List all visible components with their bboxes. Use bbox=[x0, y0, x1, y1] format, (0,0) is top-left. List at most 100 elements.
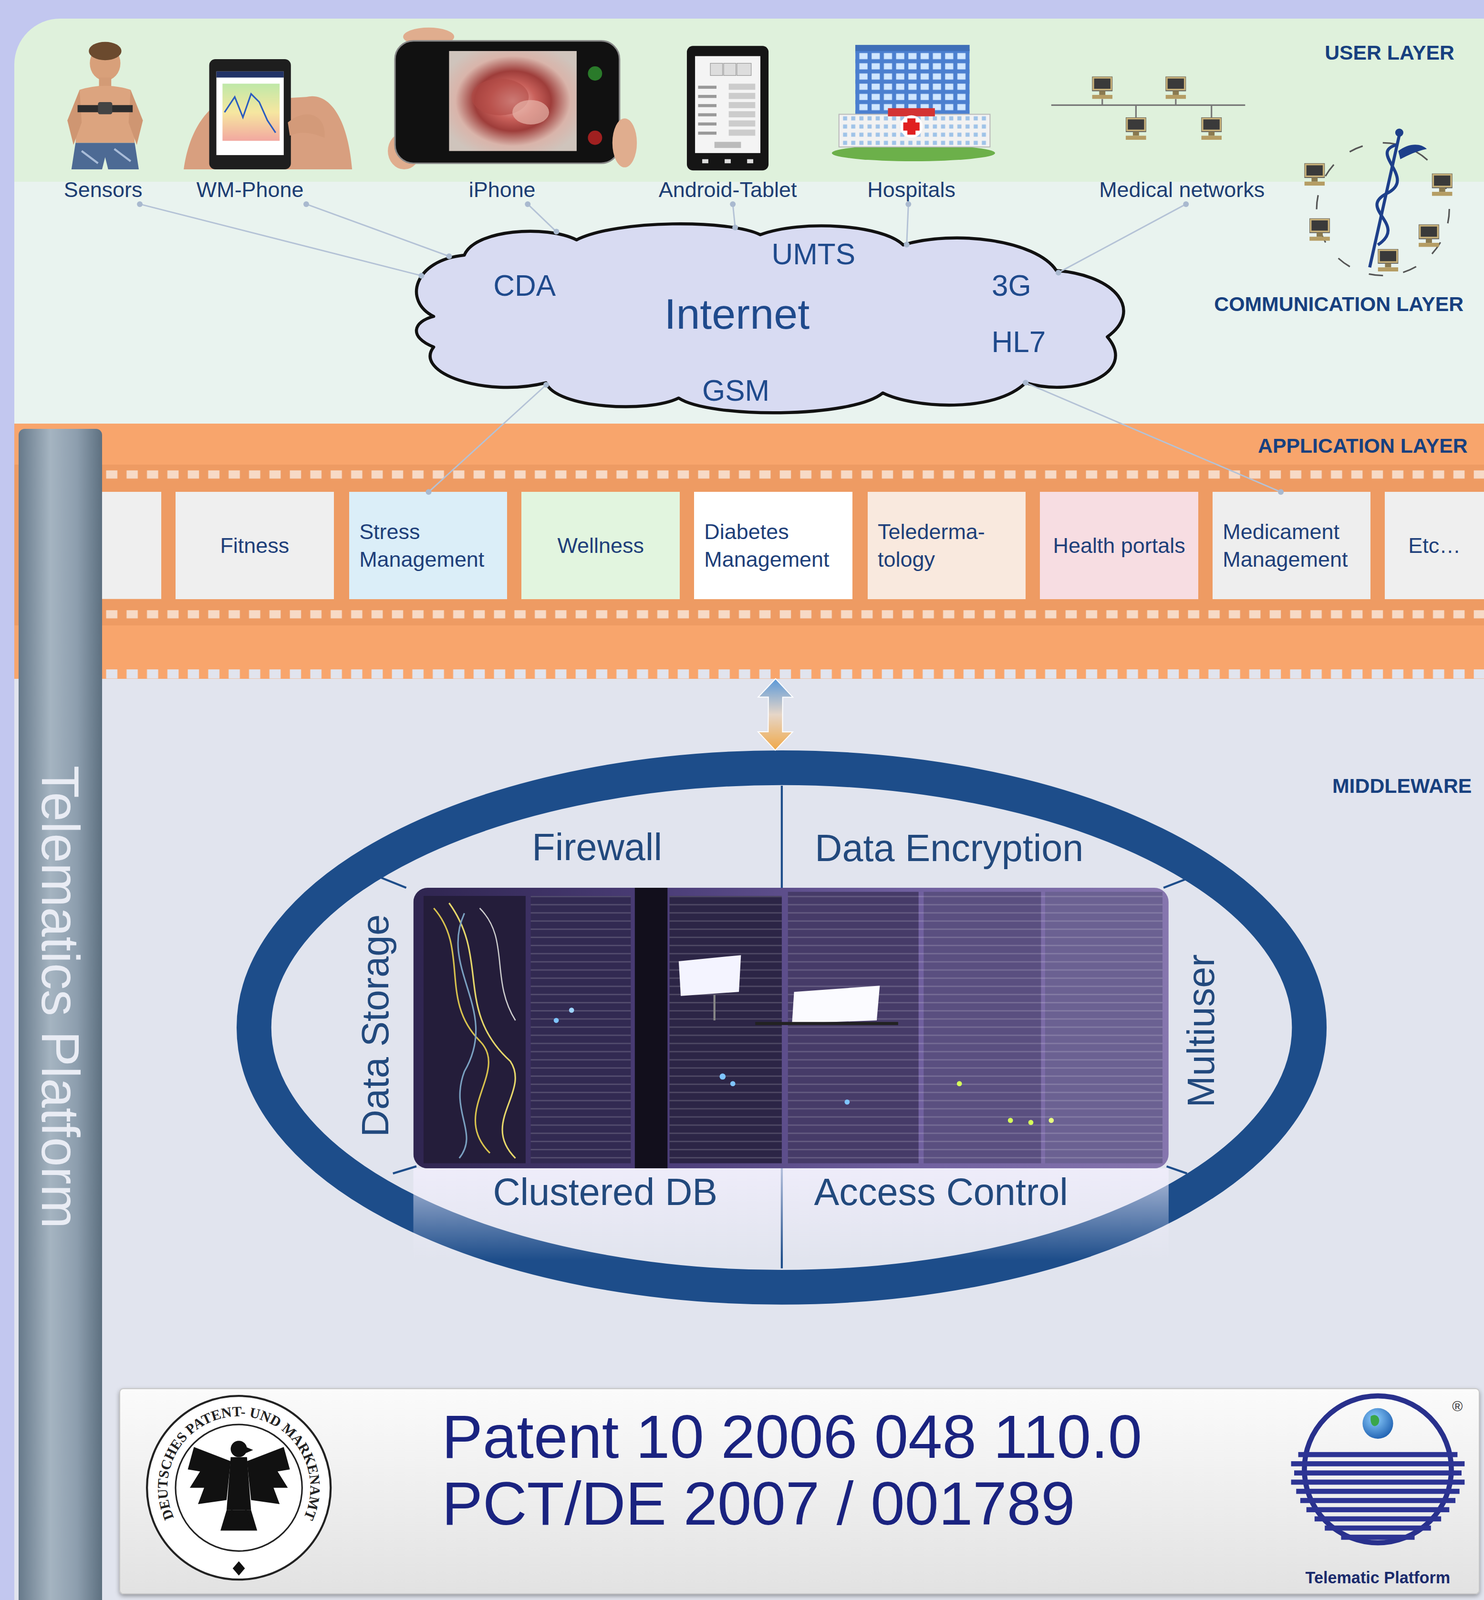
server-room-photo bbox=[678, 954, 742, 997]
tablet-device bbox=[686, 45, 769, 171]
network-ring bbox=[1418, 224, 1440, 248]
server-room-photo bbox=[479, 908, 516, 1021]
smartphone-photo bbox=[403, 27, 455, 47]
platform-logo bbox=[1291, 1395, 1465, 1543]
middleware-dividers bbox=[393, 1166, 417, 1174]
film-perforations bbox=[102, 609, 1484, 620]
layer-band: COMMUNICATION LAYERCDAUMTSInternet3GHL7G… bbox=[14, 181, 1484, 424]
connector-line bbox=[906, 204, 909, 245]
server-room-photo bbox=[669, 895, 782, 1163]
connector-line bbox=[428, 384, 547, 493]
server-room-photo bbox=[448, 902, 516, 1159]
network-label: CDA bbox=[493, 268, 556, 303]
connector-dot bbox=[543, 382, 550, 388]
network-ring bbox=[1398, 144, 1427, 160]
connector-dot bbox=[524, 201, 531, 208]
app-label: Diabetes Management bbox=[704, 518, 842, 573]
middleware-label: Firewall bbox=[531, 825, 663, 869]
platform-logo bbox=[1291, 1461, 1465, 1467]
patent-office-seal: DEUTSCHES PATENT- UND MARKENAMT bbox=[154, 1403, 324, 1523]
application-box: Stress Management bbox=[349, 491, 508, 600]
tablet-device bbox=[728, 129, 756, 136]
bus-network bbox=[1210, 104, 1213, 118]
platform-logo bbox=[1340, 1534, 1415, 1540]
network-ring bbox=[1304, 163, 1325, 186]
tablet-device bbox=[728, 120, 756, 127]
sensor-person bbox=[99, 77, 112, 88]
double-arrow bbox=[757, 678, 793, 751]
application-box: Medicament Management bbox=[1212, 491, 1371, 600]
connector bbox=[757, 678, 793, 751]
server-room-photo bbox=[956, 1080, 963, 1087]
platform-logo bbox=[1298, 1452, 1458, 1458]
network-label: HL7 bbox=[991, 324, 1046, 359]
tablet-device bbox=[728, 102, 756, 109]
platform-logo bbox=[1304, 1395, 1452, 1543]
bus-network bbox=[1201, 117, 1222, 140]
app-label: Medicament Management bbox=[1222, 518, 1361, 573]
film-perforations bbox=[102, 491, 162, 600]
patent-office-seal bbox=[232, 1561, 246, 1576]
patent-office-seal bbox=[220, 1510, 258, 1531]
connector-dot bbox=[729, 201, 736, 208]
tablet-device bbox=[736, 63, 752, 76]
network-ring bbox=[1369, 130, 1401, 268]
hospital-building bbox=[839, 114, 991, 147]
server-room-photo bbox=[719, 1073, 726, 1080]
app-label: Etc… bbox=[1395, 531, 1474, 560]
platform-logo bbox=[1314, 1516, 1442, 1522]
server-room-photo bbox=[530, 895, 632, 1163]
middleware-label: Multiuser bbox=[1179, 954, 1224, 1108]
network-ring bbox=[1395, 128, 1404, 137]
handheld-phone bbox=[209, 59, 291, 170]
server-room-photo bbox=[713, 995, 716, 1021]
hospital-building bbox=[903, 122, 920, 131]
connector bbox=[425, 382, 550, 496]
server-room-photo bbox=[669, 895, 782, 1163]
server-room-photo bbox=[791, 985, 880, 1024]
internet-cloud: CDAUMTSInternet3GHL7GSM bbox=[403, 219, 1133, 414]
connector-dot bbox=[425, 488, 432, 495]
patent-office-seal bbox=[226, 1510, 233, 1525]
bus-network bbox=[1174, 98, 1177, 105]
hospital-building bbox=[887, 108, 935, 117]
tablet-device bbox=[686, 45, 769, 171]
app-label: Health portals bbox=[1050, 531, 1189, 560]
platform-logo bbox=[1370, 1414, 1380, 1426]
bus-network bbox=[1135, 104, 1137, 118]
application-box: Health portals bbox=[1039, 491, 1199, 600]
connector-line bbox=[306, 204, 450, 257]
server-room-photo bbox=[457, 913, 477, 1158]
handheld-phone bbox=[183, 59, 353, 170]
application-box: Etc… bbox=[1384, 491, 1484, 600]
connector-dot bbox=[905, 201, 912, 208]
device-caption: iPhone bbox=[468, 177, 536, 203]
network-ring bbox=[1316, 142, 1450, 276]
layer-title: APPLICATION LAYER bbox=[1257, 434, 1468, 458]
network-ring bbox=[1304, 128, 1453, 276]
smartphone-photo bbox=[394, 41, 620, 164]
platform-logo bbox=[1362, 1408, 1393, 1439]
connector bbox=[903, 201, 912, 248]
device-caption: WM-Phone bbox=[196, 177, 304, 203]
server-room-photo bbox=[788, 892, 919, 1164]
tablet-device bbox=[724, 159, 731, 164]
middleware-dividers bbox=[780, 1168, 783, 1269]
device-node: WM-Phone bbox=[173, 41, 327, 205]
film-perforations bbox=[102, 469, 1484, 480]
hospital-building bbox=[900, 115, 923, 138]
sensor-person bbox=[71, 142, 139, 170]
connector-dot bbox=[1022, 379, 1029, 386]
connector-dot bbox=[732, 224, 738, 231]
bus-network bbox=[1101, 98, 1103, 105]
tablet-device bbox=[695, 56, 761, 154]
hospital-building bbox=[907, 118, 916, 135]
connector-dot bbox=[553, 228, 560, 235]
sensor-person bbox=[128, 89, 144, 146]
application-box: Diabetes Management bbox=[694, 491, 853, 600]
server-room-photo bbox=[423, 895, 526, 1163]
